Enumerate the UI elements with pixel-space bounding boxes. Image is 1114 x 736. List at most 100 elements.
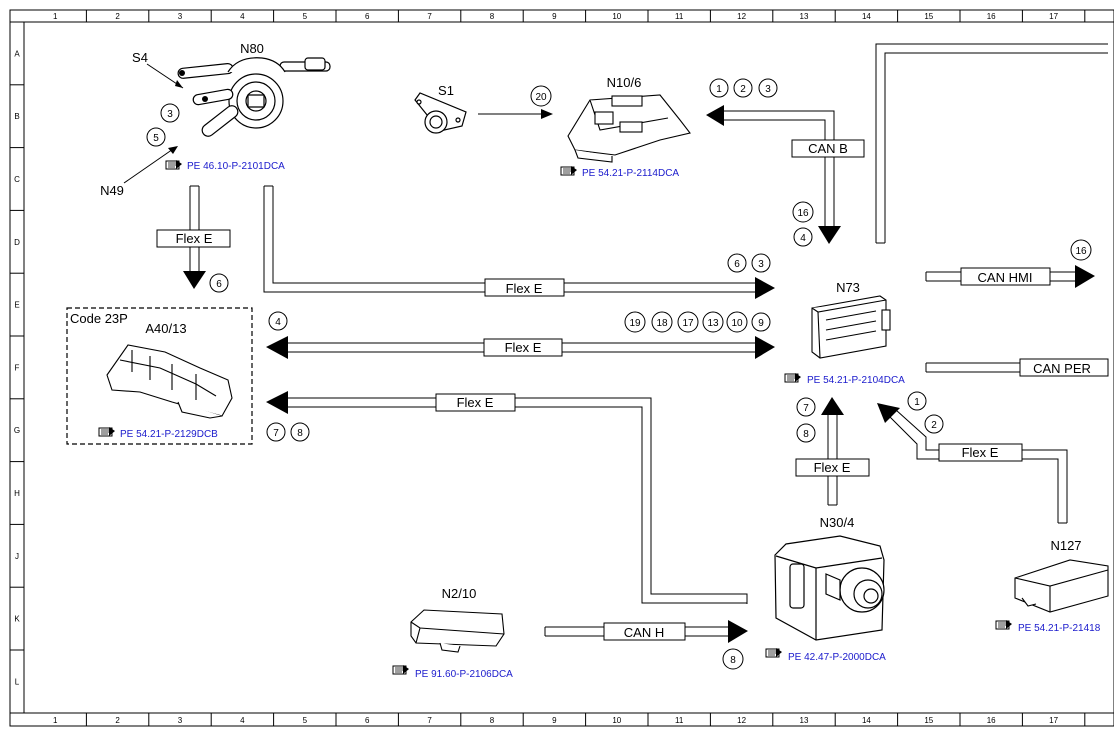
flex-e-label-box — [483, 338, 563, 357]
flex-e-label: Flex E — [814, 460, 851, 475]
n127-doc-ref[interactable]: PE 54.21-P-21418 — [995, 619, 1101, 634]
grid-column-number: 6 — [365, 716, 370, 725]
book-pointer-icon — [560, 165, 578, 176]
grid-column-number: 2 — [115, 12, 120, 21]
a40-13-option-box — [66, 307, 253, 445]
svg-text:20: 20 — [535, 92, 547, 103]
marker-circle: 19 — [624, 311, 646, 333]
marker-circle: 5 — [146, 127, 166, 147]
n80-doc-ref[interactable]: PE 46.10-P-2101DCA — [165, 159, 285, 172]
svg-text:6: 6 — [734, 259, 740, 270]
grid-column-number: 12 — [737, 12, 746, 21]
can-h-label: CAN H — [624, 625, 664, 640]
flex-e-label: Flex E — [457, 395, 494, 410]
svg-text:8: 8 — [297, 428, 303, 439]
grid-row-letter: L — [15, 677, 20, 686]
can-b-label: CAN B — [808, 141, 848, 156]
svg-text:13: 13 — [707, 318, 719, 329]
flex-e-label-box — [484, 278, 565, 297]
n73-control-unit — [811, 295, 891, 359]
svg-text:18: 18 — [656, 318, 668, 329]
svg-text:PE 54.21-P-21418: PE 54.21-P-21418 — [1018, 623, 1101, 634]
bus-frame-top-right — [875, 43, 1108, 244]
n10-6-module — [567, 94, 691, 163]
svg-text:2: 2 — [931, 420, 937, 431]
book-pointer-icon — [165, 159, 183, 170]
grid-column-number: 7 — [427, 716, 432, 725]
grid-column-number: 10 — [612, 716, 621, 725]
grid-column-number: 17 — [1049, 12, 1058, 21]
grid-column-number: 8 — [490, 716, 495, 725]
s1-switch — [414, 92, 467, 134]
svg-text:8: 8 — [803, 429, 809, 440]
can-b-line — [722, 110, 835, 227]
grid-row-letter: A — [14, 49, 20, 58]
n49-leader — [123, 146, 177, 184]
grid-row-letter: B — [14, 112, 19, 121]
svg-text:19: 19 — [629, 318, 641, 329]
n127-module — [1014, 559, 1109, 613]
marker-circle: 16 — [792, 201, 814, 223]
n30-4-label: N30/4 — [820, 515, 855, 530]
svg-text:PE 91.60-P-2106DCA: PE 91.60-P-2106DCA — [415, 669, 513, 680]
grid-row-letter: C — [14, 175, 20, 184]
grid-column-number: 12 — [737, 716, 746, 725]
grid-column-number: 3 — [178, 12, 183, 21]
can-per-label-box — [1019, 358, 1109, 377]
marker-circle: 18 — [651, 311, 673, 333]
grid-column-number: 13 — [800, 12, 809, 21]
svg-text:4: 4 — [275, 317, 281, 328]
book-pointer-icon — [784, 372, 802, 383]
grid-column-number: 1 — [53, 716, 58, 725]
grid-column-number: 7 — [427, 12, 432, 21]
marker-circle: 8 — [796, 423, 816, 443]
grid-column-number: 2 — [115, 716, 120, 725]
grid-row-letter: H — [14, 489, 20, 498]
flex-e-left-vertical — [189, 185, 200, 271]
n49-label: N49 — [100, 183, 124, 198]
book-pointer-icon — [765, 647, 783, 658]
can-b-label-box — [791, 139, 865, 158]
marker-circle: 2 — [924, 414, 944, 434]
grid-column-number: 5 — [303, 716, 308, 725]
svg-text:7: 7 — [273, 428, 279, 439]
marker-circle: 8 — [722, 648, 744, 670]
n73-doc-ref[interactable]: PE 54.21-P-2104DCA — [784, 372, 905, 386]
marker-circle: 17 — [677, 311, 699, 333]
svg-text:7: 7 — [803, 403, 809, 414]
grid-column-number: 14 — [862, 12, 871, 21]
svg-text:6: 6 — [216, 279, 222, 290]
can-per-label: CAN PER — [1033, 361, 1091, 376]
svg-text:16: 16 — [797, 208, 809, 219]
marker-circle: 4 — [793, 227, 813, 247]
marker-circle: 1 — [907, 391, 927, 411]
n80-label: N80 — [240, 41, 264, 56]
a40-13-bracket — [106, 344, 233, 419]
svg-text:3: 3 — [167, 109, 173, 120]
grid-column-number: 4 — [240, 12, 245, 21]
can-hmi-label-box — [960, 267, 1051, 286]
marker-circle: 9 — [751, 312, 771, 332]
marker-circle: 7 — [796, 397, 816, 417]
book-pointer-icon — [995, 619, 1013, 630]
svg-text:8: 8 — [730, 655, 736, 666]
marker-circle: 20 — [530, 85, 552, 107]
flex-e-label: Flex E — [506, 281, 543, 296]
n2-10-doc-ref[interactable]: PE 91.60-P-2106DCA — [392, 664, 513, 680]
n30-4-doc-ref[interactable]: PE 42.47-P-2000DCA — [765, 647, 886, 663]
a40-13-doc-ref[interactable]: PE 54.21-P-2129DCB — [98, 426, 218, 440]
n127-label: N127 — [1050, 538, 1081, 553]
grid-column-number: 13 — [800, 716, 809, 725]
grid-row-letter: F — [15, 363, 20, 372]
svg-text:9: 9 — [758, 318, 764, 329]
grid-column-number: 6 — [365, 12, 370, 21]
n10-6-doc-ref[interactable]: PE 54.21-P-2114DCA — [560, 165, 679, 179]
grid-row-letter: K — [14, 615, 20, 624]
grid-column-number: 11 — [675, 716, 684, 725]
svg-text:1: 1 — [716, 84, 722, 95]
grid-column-number: 8 — [490, 12, 495, 21]
s1-label: S1 — [438, 83, 454, 98]
grid-row-letter: G — [14, 426, 20, 435]
svg-text:3: 3 — [765, 84, 771, 95]
